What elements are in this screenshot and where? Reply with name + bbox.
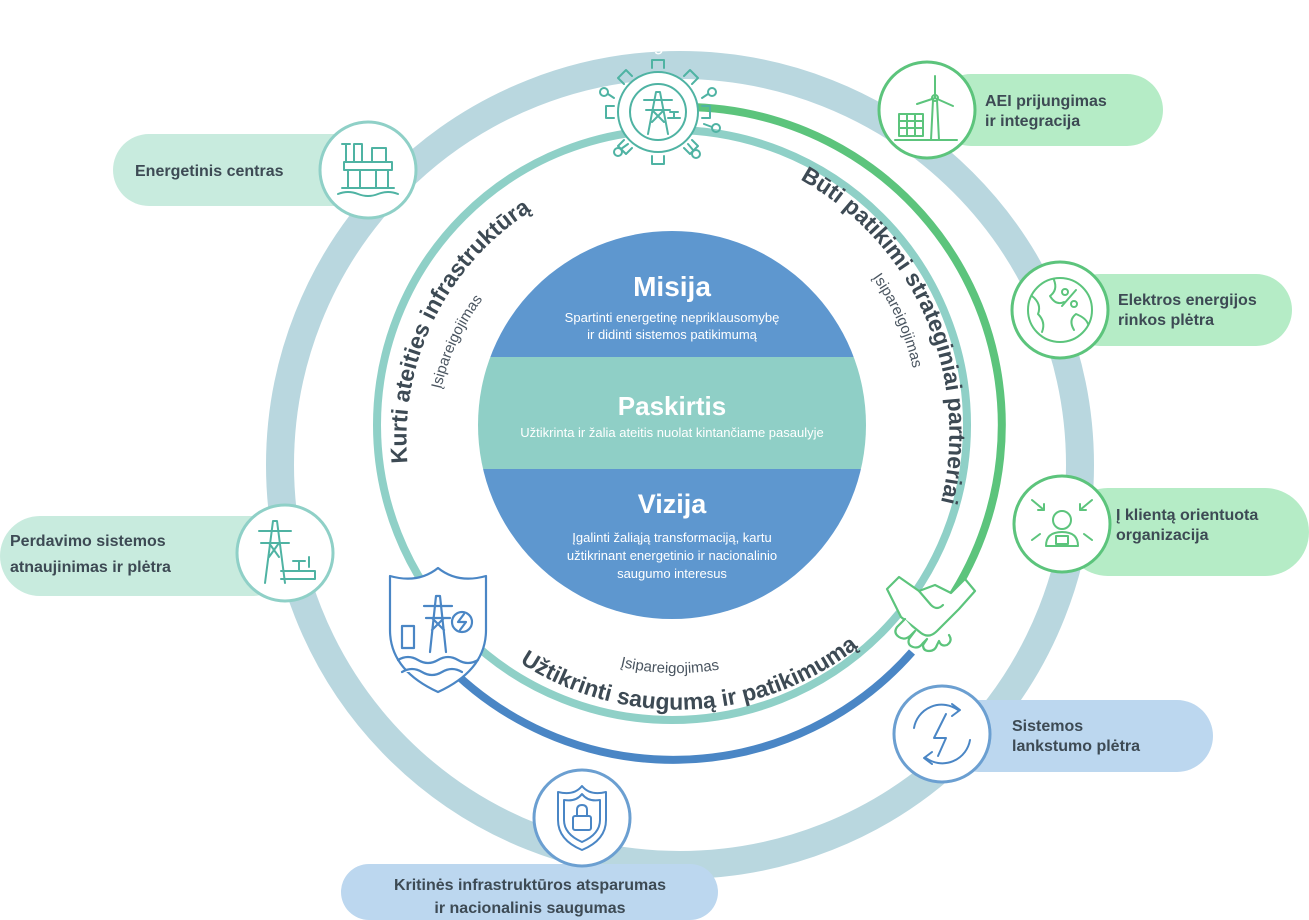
goal-pill [341,864,718,920]
goal-aei-prijungimas: AEI prijungimas ir integracija [877,60,1163,160]
goal-elektros-rinka: Elektros energijos rinkos plėtra [1010,260,1292,360]
goal-pill [0,516,292,596]
goal-label-line-1: Kritinės infrastruktūros atsparumas [394,877,666,894]
shield-lock-icon [557,785,607,851]
goal-label-line-2: organizacija [1116,527,1209,544]
grid-gear-icon [599,59,721,165]
customer-focus-icon [1031,499,1093,547]
goal-pill [113,134,383,206]
wind-solar-icon [894,75,958,141]
goal-energetinis-centras: Energetinis centras [113,120,418,220]
inner-ring-blue-arc [439,649,915,764]
misija-line-2: ir didinti sistemos patikimumą [587,327,758,342]
vizija-line-3: saugumo interesus [617,566,727,581]
band-paskirtis [478,357,866,469]
goal-icon-circle [877,60,977,160]
goal-lankstumas: Sistemos lankstumo plėtra [892,684,1213,784]
transmission-tower-icon [258,520,316,584]
goal-label-line-2: atnaujinimas ir plėtra [10,559,171,576]
goal-label-line-1: Energetinis centras [135,163,284,180]
paskirtis-title: Paskirtis [618,391,726,421]
goal-pill [1064,274,1292,346]
goal-klientas: Į klientą orientuota organizacija [1012,474,1309,576]
goal-icon-circle [235,503,335,603]
handshake-icon [885,575,977,653]
vizija-line-2: užtikrinant energetinio ir nacionalinio [567,548,777,563]
offshore-platform-icon [337,143,399,197]
inner-ring-green-arc [684,103,1006,623]
goal-label-line-1: Elektros energijos [1118,292,1257,309]
goal-label-line-1: AEI prijungimas [985,93,1107,110]
goal-pill [943,700,1213,772]
goal-pill [1064,488,1309,576]
goal-label-line-2: rinkos plėtra [1118,312,1214,329]
goal-icon-circle [892,684,992,784]
misija-title: Misija [633,271,711,302]
paskirtis-line-1: Užtikrinta ir žalia ateitis nuolat kinta… [520,425,823,440]
goal-kritine-infrastruktura: Kritinės infrastruktūros atsparumas ir n… [341,768,718,920]
goal-icon-circle [1010,260,1110,360]
goal-label-line-2: ir nacionalinis saugumas [434,900,625,917]
misija-line-1: Spartinti energetinę nepriklausomybę [565,310,780,325]
goal-label-line-1: Sistemos [1012,718,1083,735]
security-shield-icon [388,566,488,694]
goal-label-line-2: ir integracija [985,113,1080,130]
goal-perdavimo-sistema: Perdavimo sistemos atnaujinimas ir plėtr… [0,503,335,603]
vizija-line-1: Įgalinti žaliąją transformaciją, kartu [572,530,771,545]
goal-label-line-1: Į klientą orientuota [1116,507,1258,524]
commitment-uztikrinti-sub: Įsipareigojimas [619,654,720,677]
globe-percent-icon [1027,277,1093,343]
goal-icon-circle [532,768,632,868]
goal-label-line-2: lankstumo plėtra [1012,738,1140,755]
goal-icon-circle [1012,474,1112,574]
goal-pill [935,74,1163,146]
goal-label-line-1: Perdavimo sistemos [10,533,166,550]
vizija-title: Vizija [638,489,708,519]
flexibility-bolt-icon [913,703,971,765]
